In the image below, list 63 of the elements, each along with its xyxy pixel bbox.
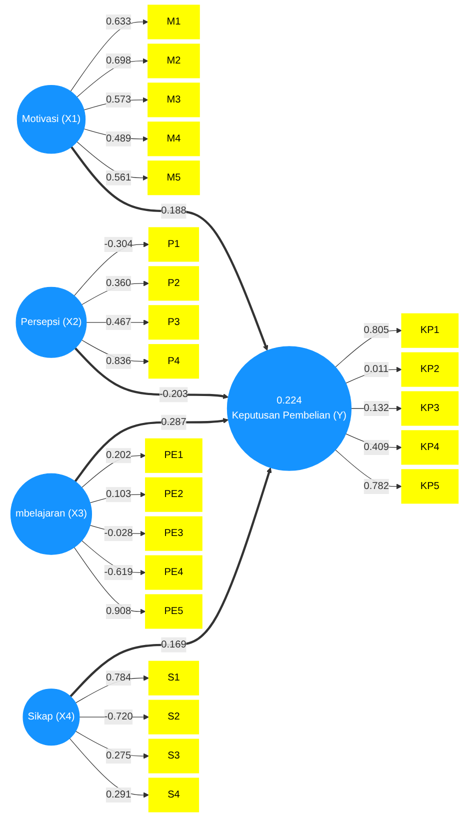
- node-circle: mbelajaran (X3): [10, 473, 92, 555]
- arrow: [69, 738, 149, 798]
- node-box: KP5: [401, 469, 459, 504]
- edge-label: 0.805: [364, 324, 389, 336]
- node-box: PE5: [145, 594, 202, 629]
- node-box: S3: [148, 738, 200, 774]
- edge-label: 0.489: [106, 133, 132, 144]
- node-box: PE1: [145, 438, 202, 473]
- edge-label: 0.573: [106, 94, 132, 105]
- node-box: M1: [148, 4, 200, 40]
- node-box: P2: [148, 266, 200, 301]
- arrow: [70, 19, 148, 92]
- node-box: S4: [148, 778, 200, 812]
- edge-label: 0.836: [106, 356, 132, 366]
- node-box: P4: [148, 344, 200, 379]
- node-box: KP4: [401, 430, 459, 465]
- arrow: [74, 347, 228, 399]
- node-box: M3: [148, 82, 200, 118]
- node-box: M5: [148, 160, 200, 196]
- node-box: S2: [148, 700, 200, 734]
- node-circle: 0.224 Keputusan Pembelian (Y): [226, 346, 352, 471]
- edge-label: -0.304: [104, 238, 133, 250]
- edge-label: -0.619: [104, 566, 133, 578]
- edge-label: 0.409: [364, 442, 389, 452]
- edge-label: 0.132: [364, 402, 389, 414]
- edge-label: -0.720: [104, 711, 133, 722]
- edge-label: 0.103: [106, 488, 132, 500]
- node-circle: Motivasi (X1): [16, 85, 86, 154]
- node-box: PE4: [145, 555, 202, 590]
- edge-label: 0.202: [106, 450, 132, 461]
- node-box: PE2: [145, 477, 202, 512]
- node-box: M4: [148, 122, 200, 156]
- arrow: [74, 418, 228, 482]
- node-box: KP1: [401, 313, 459, 348]
- arrow: [70, 467, 272, 698]
- edge-label: 0.908: [106, 606, 132, 617]
- edge-label: 0.782: [364, 480, 389, 492]
- node-circle: Sikap (X4): [22, 688, 80, 746]
- edge-label: 0.287: [161, 416, 186, 428]
- edge-label: -0.203: [159, 389, 188, 400]
- edge-label: -0.028: [104, 528, 133, 539]
- node-box: P3: [148, 305, 200, 340]
- node-box: PE3: [145, 516, 202, 551]
- edge-label: 0.467: [106, 316, 132, 328]
- edge-label: 0.275: [106, 750, 132, 762]
- arrow: [74, 547, 146, 614]
- node-box: KP2: [401, 352, 459, 387]
- node-box: M2: [148, 44, 200, 78]
- node-circle: Persepsi (X2): [16, 286, 87, 358]
- edge-label: 0.633: [106, 16, 132, 28]
- edge-label: 0.698: [106, 55, 132, 66]
- edge-label: 0.561: [106, 172, 132, 183]
- edge-label: 0.291: [106, 789, 132, 800]
- edge-label: 0.188: [161, 206, 186, 216]
- node-box: KP3: [401, 391, 459, 426]
- node-box: S1: [148, 660, 200, 696]
- edge-label: 0.011: [364, 364, 389, 375]
- arrow: [70, 146, 268, 351]
- edge-label: 0.169: [161, 639, 186, 650]
- node-box: P1: [148, 227, 200, 262]
- edge-label: 0.360: [106, 278, 132, 288]
- arrow: [74, 242, 149, 296]
- edge-label: 0.784: [106, 672, 132, 684]
